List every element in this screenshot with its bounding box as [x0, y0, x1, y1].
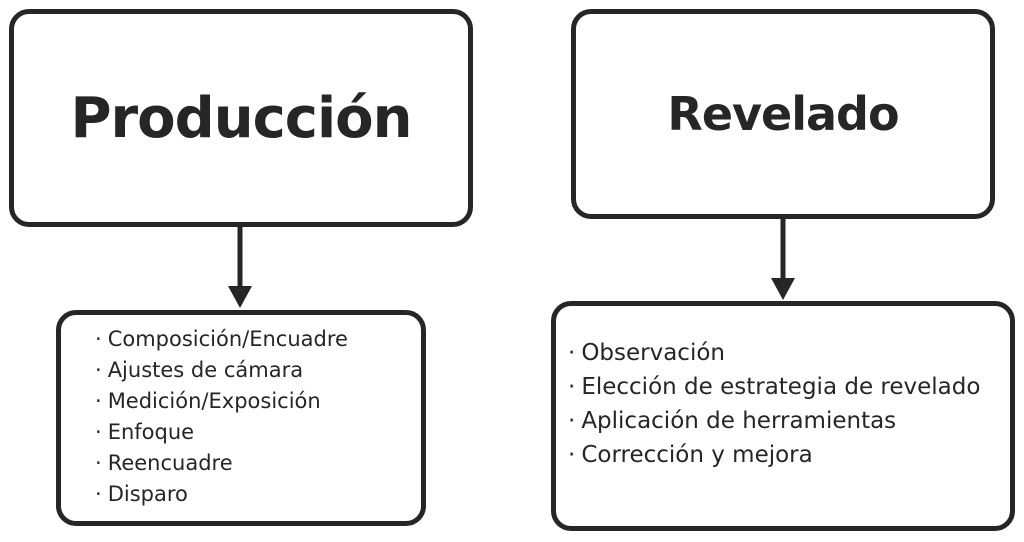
produccion-steps-list: Composición/Encuadre Ajustes de cámara M…: [95, 324, 348, 510]
revelado-steps-box: Observación Elección de estrategia de re…: [551, 301, 1015, 531]
arrow-produccion-to-steps: [228, 227, 252, 308]
produccion-step: Enfoque: [95, 417, 348, 448]
produccion-steps-box: Composición/Encuadre Ajustes de cámara M…: [56, 310, 426, 526]
revelado-step: Aplicación de herramientas: [568, 404, 980, 438]
produccion-step: Reencuadre: [95, 448, 348, 479]
revelado-step: Observación: [568, 336, 980, 370]
produccion-title: Producción: [70, 85, 412, 151]
produccion-step: Disparo: [95, 479, 348, 510]
produccion-step: Composición/Encuadre: [95, 324, 348, 355]
revelado-step: Corrección y mejora: [568, 438, 980, 472]
revelado-node: Revelado: [571, 9, 995, 219]
produccion-step: Ajustes de cámara: [95, 355, 348, 386]
arrow-revelado-to-steps: [771, 219, 795, 300]
revelado-title: Revelado: [667, 87, 899, 141]
revelado-steps-list: Observación Elección de estrategia de re…: [568, 336, 980, 472]
produccion-node: Producción: [9, 9, 473, 227]
produccion-step: Medición/Exposición: [95, 386, 348, 417]
revelado-step: Elección de estrategia de revelado: [568, 370, 980, 404]
